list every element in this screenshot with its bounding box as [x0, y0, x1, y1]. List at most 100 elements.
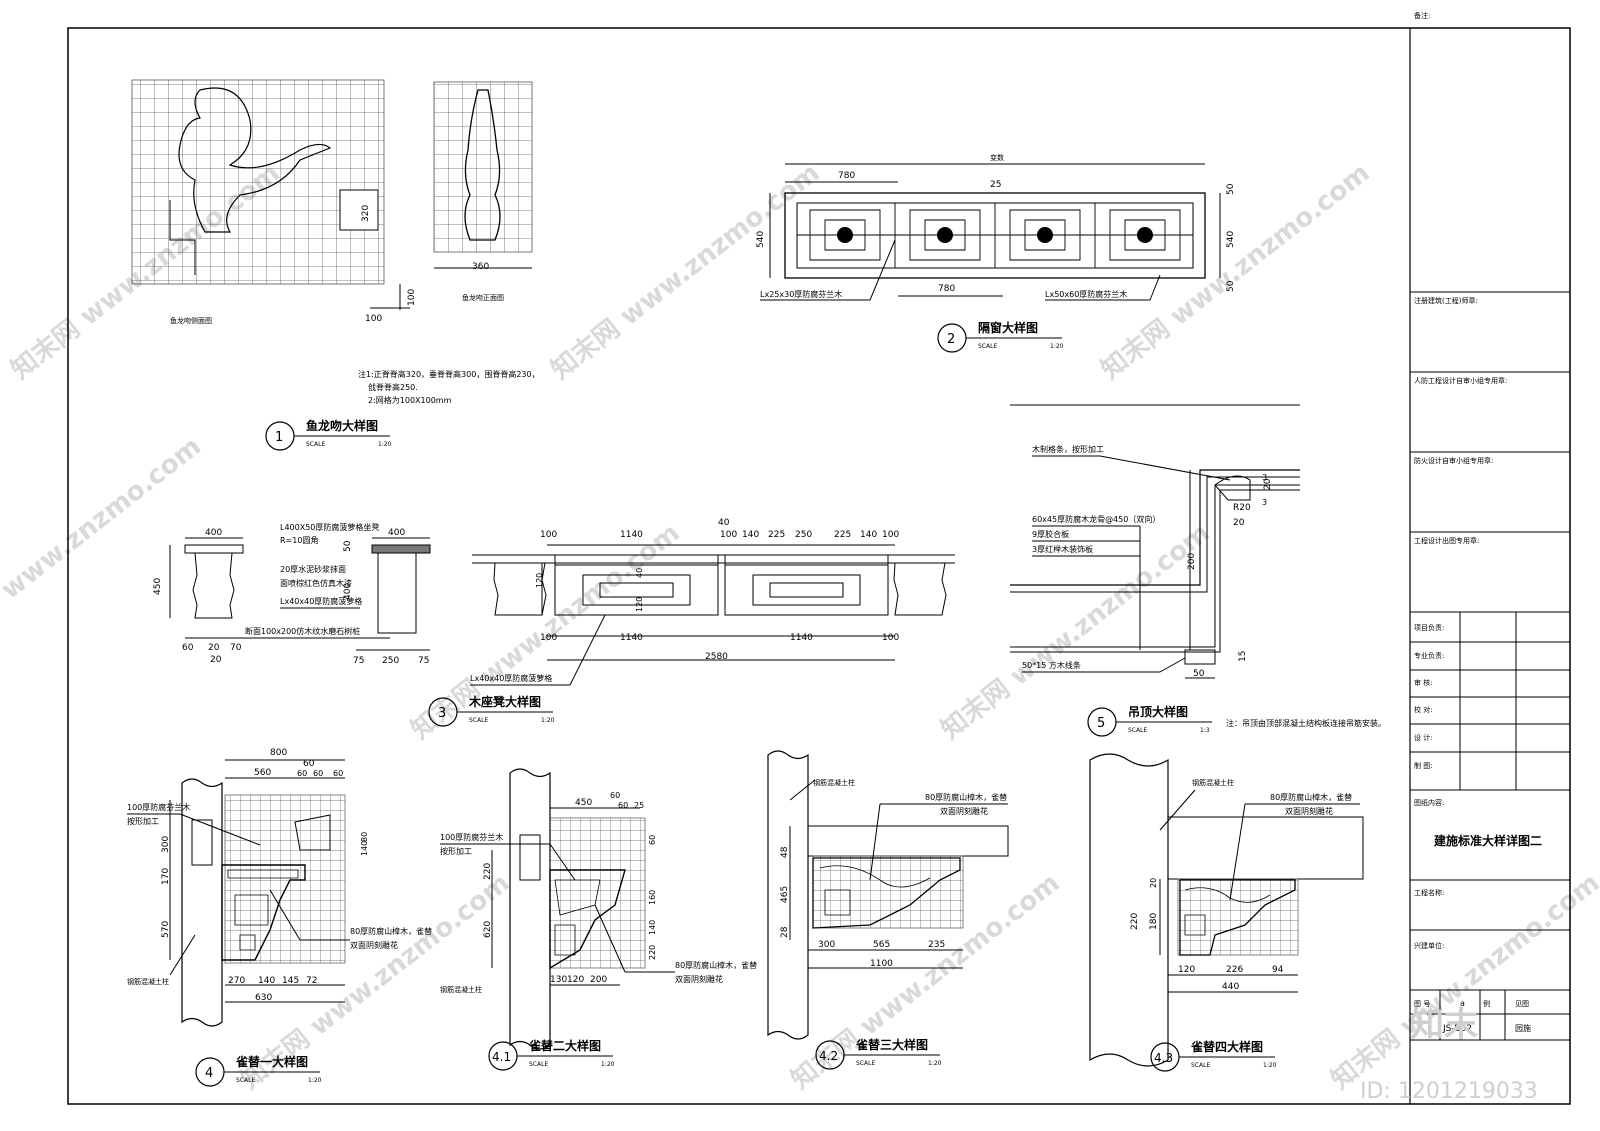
sheet-title: 建施标准大样详图二: [1433, 833, 1542, 848]
d4-label-3: 80厚防腐山樟木，雀替: [350, 926, 432, 936]
d41-label-2: 按形加工: [440, 846, 472, 856]
dim-d4-80a: 80: [360, 832, 369, 842]
column-4: [181, 778, 223, 1027]
bracket-4-2-outline: [812, 857, 961, 929]
dim-d3-v-120: 120: [535, 573, 544, 588]
d43-scale: 1:20: [1263, 1062, 1277, 1069]
dim-d41-60b: 60: [618, 801, 628, 810]
dim-d3-70a: 60: [182, 643, 194, 653]
dim-d2-var: 变数: [990, 153, 1004, 162]
d3-label-2-lower: Lx40x40厚防腐菠萝格: [470, 673, 552, 683]
sign-row-2: 专业负责:: [1414, 651, 1444, 660]
dim-d1-320: 320: [361, 205, 371, 222]
d41-label-5: 钢筋混凝土柱: [440, 985, 482, 994]
dim-d3-50: 50: [343, 540, 353, 552]
sign-row-5: 设 计:: [1414, 733, 1433, 742]
dim-d4-140: 140: [360, 841, 369, 856]
dim-d1-360: 360: [472, 262, 489, 272]
dim-d5-20a: 20: [1233, 518, 1245, 528]
dim-d5-3b: 3: [1262, 498, 1267, 507]
bottom-cell-2: 例: [1483, 999, 1490, 1008]
dim-d3-20b: 20: [210, 655, 222, 665]
d5-label-2: 60x45厚防腐木龙骨@450（双向）: [1032, 514, 1160, 524]
d43-label-2: 80厚防腐山樟木，雀替: [1270, 792, 1352, 802]
d41-label-4: 双面阴刻雕花: [675, 974, 723, 984]
dim-d3-2580: 2580: [705, 652, 728, 662]
top-note: 备注:: [1414, 11, 1430, 20]
dim-d41-130: 130: [550, 975, 567, 985]
dim-d4-800: 800: [270, 748, 287, 758]
dim-d3-250: 250: [382, 656, 399, 666]
dim-d41-160: 160: [648, 890, 657, 905]
d2-title: 隔窗大样图: [978, 320, 1038, 335]
dim-d2-50b: 50: [1226, 280, 1236, 292]
dim-d4-60a: 60: [303, 759, 315, 769]
dim-d3-400a: 400: [205, 528, 222, 538]
dim-d4-60c: 60: [313, 769, 323, 778]
dim-d42-235: 235: [928, 940, 945, 950]
d42-label-3: 双面阴刻雕花: [940, 806, 988, 816]
dim-d43-94: 94: [1272, 965, 1284, 975]
dim-d4-270: 270: [228, 976, 245, 986]
stamp-row-1: 注册建筑(工程)师章:: [1414, 296, 1478, 305]
d2-label-2: Lx50x60厚防腐芬兰木: [1045, 289, 1127, 299]
bracket-4-3-outline: [1179, 879, 1296, 956]
svg-text:知末网 www.znzmo.com: 知末网 www.znzmo.com: [546, 158, 826, 386]
bracket-4-1-outline: [549, 869, 626, 970]
d42-label-1: 钢筋混凝土柱: [813, 778, 855, 787]
sign-row-6: 制 图:: [1414, 761, 1433, 770]
dim-d42-565: 565: [873, 940, 890, 950]
d3-num: 3: [438, 706, 446, 721]
client-label: 兴建单位:: [1414, 941, 1444, 950]
d5-scale-label: SCALE: [1128, 727, 1147, 734]
d1-title: 鱼龙吻大样图: [306, 418, 378, 433]
d42-num: 4.2: [819, 1049, 838, 1063]
dim-d3-bot-1140b: 1140: [790, 633, 813, 643]
d2-label-1: Lx25x30厚防腐芬兰木: [760, 289, 842, 299]
dim-d41-220a: 220: [483, 863, 493, 880]
dim-d2-780a: 780: [838, 171, 855, 181]
d41-label-3: 80厚防腐山樟木，雀替: [675, 960, 757, 970]
dim-d3-bot-100b: 100: [882, 633, 899, 643]
dim-d42-28: 28: [780, 926, 790, 938]
stamp-row-2: 人防工程设计自审小组专用章:: [1414, 376, 1507, 385]
bottom-cell-3: 见图: [1515, 1000, 1529, 1008]
detail-5: 200 50 15 R20 20 20 3 3 木制格条，按形加工 60x45厚…: [1010, 404, 1386, 737]
dim-d3-top-140b: 140: [860, 530, 877, 540]
dim-d5-20b: 20: [1263, 478, 1273, 490]
svg-text:www.znzmo.com: www.znzmo.com: [0, 432, 207, 606]
dim-d2-50a: 50: [1226, 183, 1236, 195]
dim-d2-540b: 540: [1226, 231, 1236, 248]
d41-title: 雀替二大样图: [528, 1038, 601, 1053]
dim-d43-220: 220: [1130, 913, 1140, 930]
d1-num: 1: [275, 430, 283, 445]
dim-d41-60a: 60: [610, 791, 620, 800]
d3-label-3: 20厚水泥砂浆抹面: [280, 564, 346, 574]
dim-d3-top-140a: 140: [742, 530, 759, 540]
dim-d3-top-100b: 100: [720, 530, 737, 540]
dim-d3-75b: 75: [418, 656, 429, 666]
bottom-cell-1: 图 号: [1414, 1000, 1430, 1008]
detail-4-1: 450 60 60 25 220 620 60 160 140 220 130 …: [440, 768, 757, 1071]
detail-4-3: 20 180 220 120 226 94 440 钢筋混凝土柱 80厚防腐山樟…: [1089, 753, 1364, 1072]
stage: 园施: [1515, 1023, 1531, 1033]
d1-scale: 1:20: [378, 441, 392, 448]
dim-d41-140: 140: [648, 920, 657, 935]
d41-scale: 1:20: [601, 1061, 615, 1068]
dim-d3-bot-1140a: 1140: [620, 633, 643, 643]
dim-d4-170: 170: [161, 868, 171, 885]
d4-label-5: 钢筋混凝土柱: [127, 977, 169, 986]
dim-d4-72: 72: [306, 976, 317, 986]
d3-label-1: L400X50厚防腐菠萝格坐凳: [280, 522, 379, 532]
bracket-4-outline: [221, 864, 306, 961]
dim-d42-1100: 1100: [870, 959, 893, 969]
d1-scale-label: SCALE: [306, 441, 325, 448]
dim-d41-620: 620: [483, 921, 493, 938]
dim-d41-120: 120: [567, 975, 584, 985]
dim-d3-70b: 70: [230, 643, 242, 653]
d3-label-2: R=10圆角: [280, 535, 318, 545]
dim-d42-465: 465: [780, 886, 790, 903]
dim-d3-top-40: 40: [718, 518, 730, 528]
outer-frame: [67, 27, 1571, 1105]
dim-d3-top-225b: 225: [834, 530, 851, 540]
